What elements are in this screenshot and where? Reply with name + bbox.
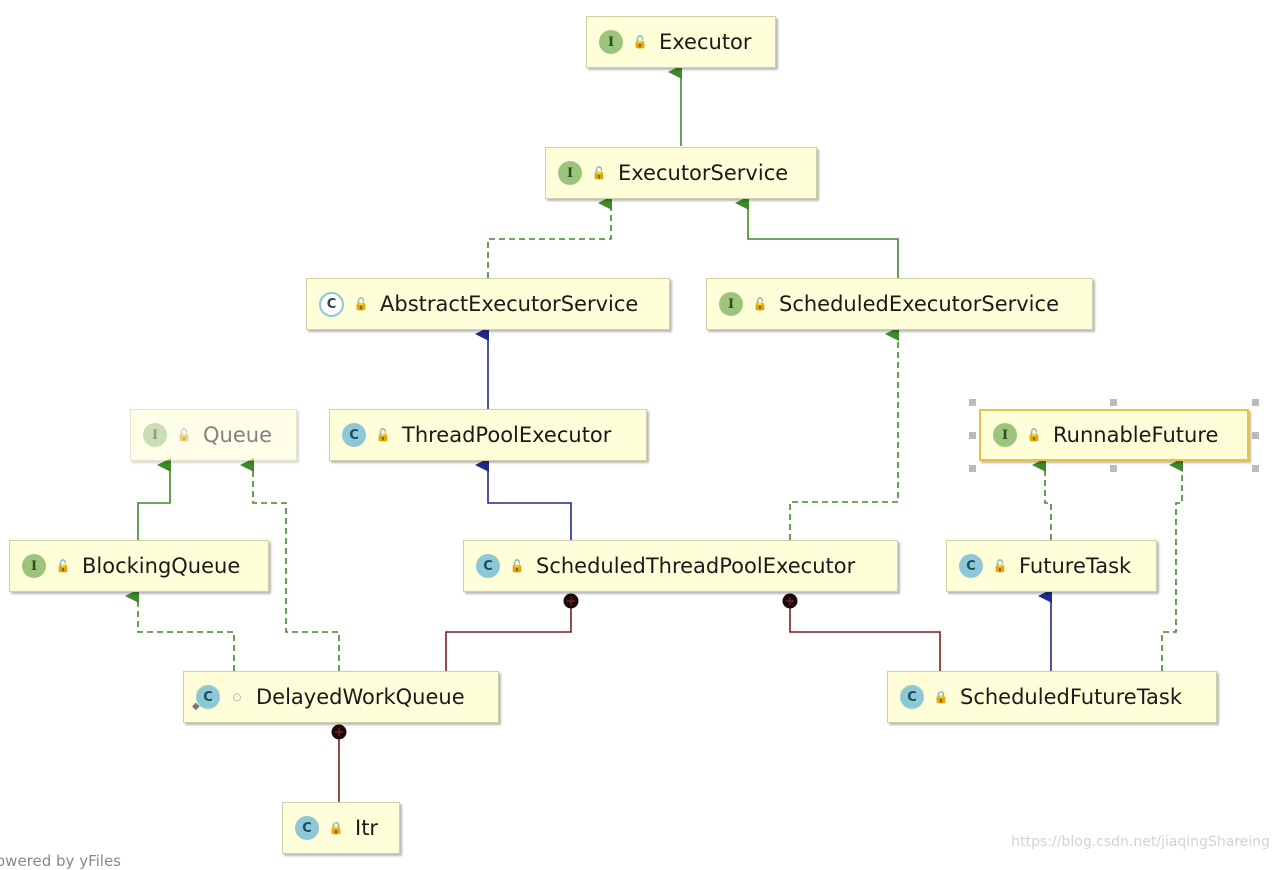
private-visibility-icon: 🔒 — [933, 690, 949, 704]
interface-icon: I — [993, 423, 1017, 447]
resize-handle-top[interactable] — [1110, 399, 1117, 406]
watermark: https://blog.csdn.net/jiaqingShareing — [1011, 834, 1270, 850]
public-visibility-icon: 🔓 — [176, 428, 192, 442]
node-delayedworkqueue[interactable]: C ◆ ○ DelayedWorkQueue — [183, 671, 499, 723]
class-icon: C — [476, 554, 500, 578]
badge-letter: C — [203, 689, 213, 705]
inner-class-anchor-plus — [786, 597, 794, 605]
interface-icon: I — [599, 30, 623, 54]
node-threadpoolexecutor[interactable]: C 🔓 ThreadPoolExecutor — [329, 409, 647, 461]
resize-handle-bottom-right[interactable] — [1252, 465, 1259, 472]
node-futuretask[interactable]: C 🔓 FutureTask — [946, 540, 1157, 592]
node-label: BlockingQueue — [82, 554, 241, 578]
public-visibility-icon: 🔓 — [375, 428, 391, 442]
interface-icon: I — [22, 554, 46, 578]
node-label: Itr — [355, 816, 379, 840]
static-class-icon: C ◆ — [192, 685, 220, 712]
node-label: DelayedWorkQueue — [256, 685, 465, 709]
edge-delayedworkqueue-to-queue — [240, 458, 340, 671]
node-scheduledthreadpoolexecutor[interactable]: C 🔓 ScheduledThreadPoolExecutor — [463, 540, 898, 592]
edge-scheduledfuturetask-to-runnablefuture — [1161, 458, 1183, 671]
node-label: ScheduledFutureTask — [960, 685, 1183, 709]
edge-inner-delayedworkqueue — [445, 601, 572, 671]
edge-scheduledthreadpoolexecutor-to-threadpoolexecutor — [475, 458, 572, 540]
class-icon: C — [342, 423, 366, 447]
node-itr[interactable]: C 🔒 Itr — [282, 802, 400, 854]
public-visibility-icon: 🔓 — [752, 297, 768, 311]
resize-handle-left[interactable] — [969, 432, 976, 439]
class-icon: C — [900, 685, 924, 709]
node-executorservice[interactable]: I 🔓 ExecutorService — [545, 147, 817, 199]
edge-abstractexecutorservice-to-executorservice — [487, 196, 612, 278]
node-label: Executor — [659, 30, 752, 54]
node-queue[interactable]: I 🔓 Queue — [130, 409, 297, 461]
public-visibility-icon: 🔓 — [992, 559, 1008, 573]
footer-note: owered by yFiles — [0, 852, 121, 870]
public-visibility-icon: 🔓 — [1026, 428, 1042, 442]
node-label: Queue — [203, 423, 272, 447]
resize-handle-top-right[interactable] — [1252, 399, 1259, 406]
static-marker-icon: ◆ — [192, 701, 200, 712]
inner-class-anchor-plus — [567, 597, 575, 605]
resize-handle-right[interactable] — [1252, 432, 1259, 439]
class-icon: C — [295, 816, 319, 840]
node-runnablefuture[interactable]: I 🔓 RunnableFuture — [979, 409, 1249, 461]
resize-handle-bottom-left[interactable] — [969, 465, 976, 472]
edge-scheduledthreadpoolexecutor-to-scheduledexecutorservice — [789, 327, 899, 540]
node-label: RunnableFuture — [1053, 423, 1219, 447]
node-executor[interactable]: I 🔓 Executor — [586, 16, 776, 68]
package-private-visibility-icon: ○ — [232, 691, 242, 703]
edge-futuretask-to-runnablefuture — [1032, 458, 1052, 540]
inner-class-anchor-plus — [335, 728, 343, 736]
edge-scheduledexecutorservice-to-executorservice — [735, 196, 899, 278]
node-label: ScheduledThreadPoolExecutor — [536, 554, 856, 578]
node-scheduledexecutorservice[interactable]: I 🔓 ScheduledExecutorService — [706, 278, 1093, 330]
private-visibility-icon: 🔒 — [328, 821, 344, 835]
public-visibility-icon: 🔓 — [591, 166, 607, 180]
public-visibility-icon: 🔓 — [509, 559, 525, 573]
public-visibility-icon: 🔓 — [632, 35, 648, 49]
resize-handle-top-left[interactable] — [969, 399, 976, 406]
node-abstractexecutorservice[interactable]: C 🔓 AbstractExecutorService — [306, 278, 670, 330]
node-label: ExecutorService — [618, 161, 789, 185]
node-scheduledfuturetask[interactable]: C 🔒 ScheduledFutureTask — [887, 671, 1217, 723]
resize-handle-bottom[interactable] — [1110, 465, 1117, 472]
edge-inner-scheduledfuturetask — [789, 601, 941, 671]
edge-delayedworkqueue-to-blockingqueue — [125, 589, 235, 671]
interface-icon: I — [719, 292, 743, 316]
node-label: FutureTask — [1019, 554, 1132, 578]
interface-icon: I — [143, 423, 167, 447]
node-label: ScheduledExecutorService — [779, 292, 1059, 316]
node-label: AbstractExecutorService — [380, 292, 639, 316]
node-blockingqueue[interactable]: I 🔓 BlockingQueue — [9, 540, 269, 592]
abstract-class-icon: C — [319, 291, 344, 317]
class-icon: C — [959, 554, 983, 578]
interface-icon: I — [558, 161, 582, 185]
node-label: ThreadPoolExecutor — [402, 423, 612, 447]
public-visibility-icon: 🔓 — [55, 559, 71, 573]
edge-blockingqueue-to-queue — [137, 458, 171, 540]
public-visibility-icon: 🔓 — [353, 297, 369, 311]
